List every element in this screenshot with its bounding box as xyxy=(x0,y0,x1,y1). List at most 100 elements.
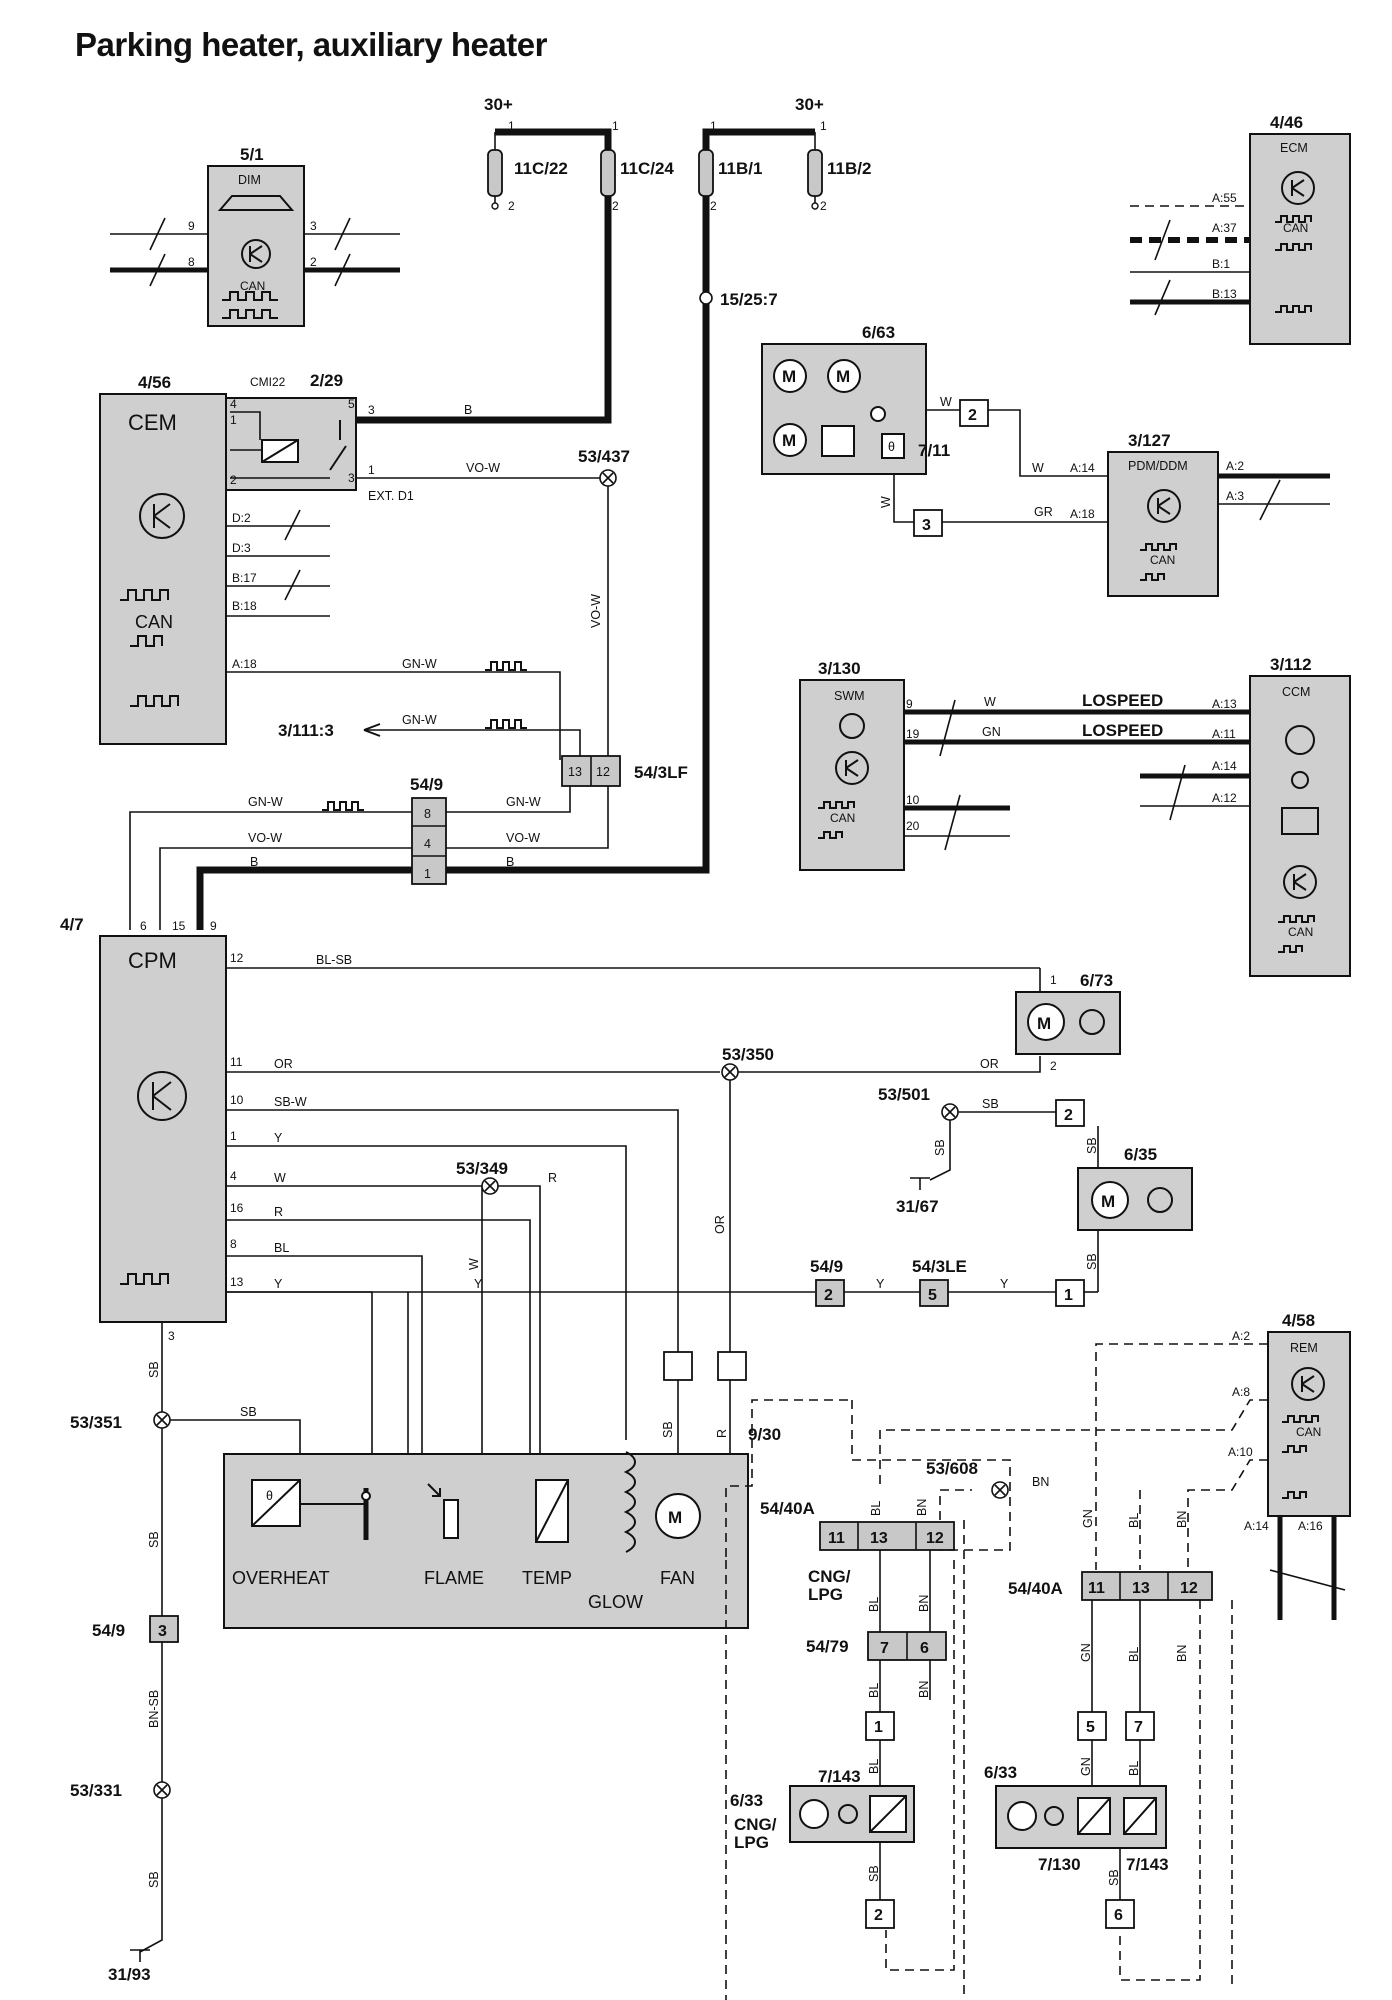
wire-color: BL xyxy=(867,1597,881,1612)
wire-color: W xyxy=(1032,461,1044,475)
wire-color: SB xyxy=(1085,1253,1099,1270)
svg-text:2: 2 xyxy=(508,199,515,213)
svg-text:2: 2 xyxy=(612,199,619,213)
svg-text:3: 3 xyxy=(922,517,931,534)
wire-color: B xyxy=(464,403,472,417)
splice-label: 53/351 xyxy=(70,1413,122,1432)
fuse-11b-2: 11B/2 xyxy=(807,149,871,210)
connector-label: 54/40A xyxy=(760,1499,815,1518)
ecm-name: ECM xyxy=(1280,141,1308,155)
wire-color: R xyxy=(548,1171,557,1185)
svg-text:19: 19 xyxy=(906,727,920,741)
svg-text:10: 10 xyxy=(230,1093,244,1107)
svg-text:2: 2 xyxy=(1064,1107,1073,1124)
svg-text:11: 11 xyxy=(1088,1580,1105,1597)
svg-text:3: 3 xyxy=(310,219,317,233)
svg-text:9: 9 xyxy=(210,919,217,933)
cem-pin: D:3 xyxy=(232,541,251,555)
svg-text:M: M xyxy=(1101,1192,1115,1211)
svg-text:6: 6 xyxy=(920,1640,929,1657)
wire-color: BL xyxy=(1127,1513,1141,1528)
fuse-label: 11C/22 xyxy=(514,159,568,178)
lospeed-label: LOSPEED xyxy=(1082,691,1163,710)
wire-color: W xyxy=(984,695,996,709)
pdm-name: PDM/DDM xyxy=(1128,459,1188,473)
splice-53-351: 53/351 xyxy=(70,1411,171,1432)
wire-color: GN xyxy=(982,725,1001,739)
cem-pin: B:18 xyxy=(232,599,257,613)
heater-part-label: GLOW xyxy=(588,1592,643,1612)
lospeed-label: LOSPEED xyxy=(1082,721,1163,740)
cem-pin: D:2 xyxy=(232,511,251,525)
wire-color: Y xyxy=(876,1277,885,1291)
wire-color: BN xyxy=(1175,1645,1189,1662)
pump-6-35: 6/35 M xyxy=(1077,1145,1193,1231)
dim-ref: 5/1 xyxy=(240,145,264,164)
fuse-label: 11B/1 xyxy=(718,159,762,178)
svg-text:4: 4 xyxy=(230,1169,237,1183)
rem-pin: A:2 xyxy=(1232,1329,1250,1343)
cpm-name: CPM xyxy=(128,948,177,973)
rem-name: REM xyxy=(1290,1341,1318,1355)
module-dim: 5/1 DIM CAN xyxy=(207,145,305,327)
pump-6-73: 6/73 M 12 xyxy=(1015,971,1121,1073)
wire-color: W xyxy=(940,395,952,409)
wire-color: SB xyxy=(147,1361,161,1378)
svg-text:1: 1 xyxy=(368,463,375,477)
rem-pin: A:8 xyxy=(1232,1385,1250,1399)
wire-color: VO-W xyxy=(506,831,540,845)
module-pdm-ddm: 3/127 PDM/DDM CAN A:14 A:18 A:2 A:3 xyxy=(1070,431,1244,597)
ccm-ref: 3/112 xyxy=(1270,655,1312,674)
valve-6-33-right: 6/33 7/130 7/143 xyxy=(984,1763,1169,1874)
ccm-pin: A:11 xyxy=(1212,727,1236,741)
wire-color: BN xyxy=(1175,1511,1189,1528)
ground-label: 31/67 xyxy=(896,1197,939,1216)
svg-text:θ: θ xyxy=(266,1489,273,1503)
svg-text:13: 13 xyxy=(230,1275,244,1289)
wire-color: BN xyxy=(1032,1475,1049,1489)
ccm-pin: A:12 xyxy=(1212,791,1237,805)
svg-text:15: 15 xyxy=(172,919,186,933)
svg-text:M: M xyxy=(782,431,796,450)
wire-color: BL-SB xyxy=(316,953,352,967)
svg-text:7: 7 xyxy=(1134,1719,1143,1736)
splice-label: 53/350 xyxy=(722,1045,774,1064)
connector-label: 54/9 xyxy=(810,1257,843,1276)
cem-ref: 4/56 xyxy=(138,373,171,392)
wire-color: R xyxy=(274,1205,283,1219)
splice-label: 53/349 xyxy=(456,1159,508,1178)
rem-can: CAN xyxy=(1296,1425,1321,1439)
svg-text:13: 13 xyxy=(870,1530,888,1547)
svg-text:1: 1 xyxy=(820,119,827,133)
valve1-sub: 7/143 xyxy=(818,1767,861,1786)
connector-54-9-bottom: 3 54/9 xyxy=(92,1615,179,1643)
wire-color: SB xyxy=(147,1871,161,1888)
svg-text:3: 3 xyxy=(368,403,375,417)
svg-text:11: 11 xyxy=(230,1055,243,1069)
wire-color: BL xyxy=(869,1501,883,1516)
heater-ref: 9/30 xyxy=(748,1425,781,1444)
svg-text:2: 2 xyxy=(824,1287,833,1304)
wire-color: BL xyxy=(1127,1647,1141,1662)
seat-heater-6-63: 6/63 M M M θ 7/11 xyxy=(761,323,950,475)
svg-text:7: 7 xyxy=(880,1640,889,1657)
connector-label: 54/3LE xyxy=(912,1257,967,1276)
heater-part-label: OVERHEAT xyxy=(232,1568,330,1588)
splice-53-350: 53/350 xyxy=(721,1045,774,1081)
wire-color: GN-W xyxy=(506,795,541,809)
swm-name: SWM xyxy=(834,689,865,703)
heater-part-label: FAN xyxy=(660,1568,695,1588)
svg-text:2: 2 xyxy=(310,255,317,269)
pump2-ref: 6/35 xyxy=(1124,1145,1157,1164)
dim-can: CAN xyxy=(240,279,265,293)
power-bus-fuse-11c xyxy=(340,128,612,424)
svg-text:1: 1 xyxy=(710,119,717,133)
wire-color: SB xyxy=(867,1865,881,1882)
svg-text:3: 3 xyxy=(158,1623,167,1640)
svg-text:M: M xyxy=(1037,1014,1051,1033)
pdm-pin: A:14 xyxy=(1070,461,1095,475)
svg-text:9: 9 xyxy=(188,219,195,233)
wire-color: Y xyxy=(1000,1277,1009,1291)
svg-text:10: 10 xyxy=(906,793,920,807)
